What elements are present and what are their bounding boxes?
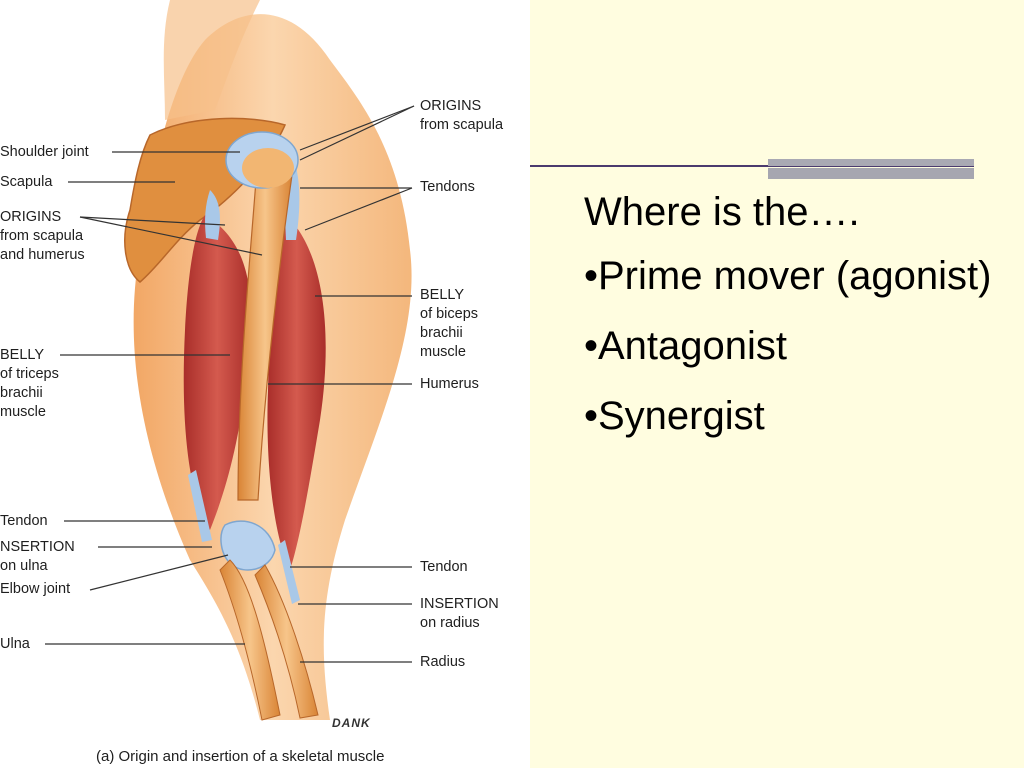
tendon-lower (278, 540, 300, 604)
label-belly-triceps-1: BELLY (0, 347, 45, 363)
skin-upper (163, 0, 260, 120)
biceps-muscle (267, 210, 326, 570)
radius-bone (254, 564, 319, 719)
anatomy-figure: Shoulder joint Scapula ORIGINS from scap… (0, 0, 530, 768)
tendon-lower-left (188, 470, 212, 542)
label-belly-triceps-3: brachii (0, 385, 43, 401)
label-insertion-radius-1: INSERTION (420, 596, 499, 612)
label-scapula: Scapula (0, 174, 53, 190)
bullet-prime-mover: •Prime mover (agonist) (584, 254, 992, 298)
label-ulna: Ulna (0, 636, 30, 652)
label-belly-triceps-2: of triceps (0, 366, 59, 382)
label-belly-triceps-4: muscle (0, 404, 46, 420)
label-belly-biceps-1: BELLY (420, 287, 465, 303)
label-tendons-right: Tendons (420, 179, 475, 195)
artist-signature: DANK (332, 716, 371, 730)
bullet-synergist: •Synergist (584, 394, 765, 438)
bullet-antagonist: •Antagonist (584, 324, 788, 368)
label-humerus: Humerus (420, 376, 479, 392)
label-origins-right-1: ORIGINS (420, 98, 482, 114)
slide-content: Where is the…. •Prime mover (agonist) •A… (584, 188, 1004, 462)
label-tendon-right: Tendon (420, 559, 468, 575)
ulna-bone (219, 559, 281, 721)
label-origins-right-2: from scapula (420, 117, 504, 133)
label-shoulder-joint: Shoulder joint (0, 144, 89, 160)
title-rule (530, 165, 974, 167)
decor-bar-top (768, 159, 974, 166)
label-elbow-joint: Elbow joint (0, 581, 71, 597)
label-belly-biceps-4: muscle (420, 344, 466, 360)
leader-lines (45, 105, 415, 663)
decor-bar-bottom (768, 168, 974, 179)
label-radius: Radius (420, 654, 466, 670)
triceps-muscle (183, 215, 251, 530)
label-insertion-ulna-2: on ulna (0, 558, 48, 574)
label-tendon-left: Tendon (0, 513, 48, 529)
figure-caption: (a) Origin and insertion of a skeletal m… (96, 748, 385, 765)
question-text: Where is the…. (584, 190, 860, 234)
label-belly-biceps-3: brachii (420, 325, 463, 341)
label-insertion-ulna-1: INSERTION (0, 539, 75, 555)
label-origins-left-2: from scapula (0, 228, 84, 244)
label-insertion-radius-2: on radius (420, 615, 480, 631)
label-origins-left-3: and humerus (0, 247, 85, 263)
elbow-joint (220, 520, 276, 571)
label-origins-left-1: ORIGINS (0, 209, 62, 225)
label-belly-biceps-2: of biceps (420, 306, 479, 322)
triceps-tendon (205, 190, 220, 240)
arm-illustration (45, 0, 415, 721)
